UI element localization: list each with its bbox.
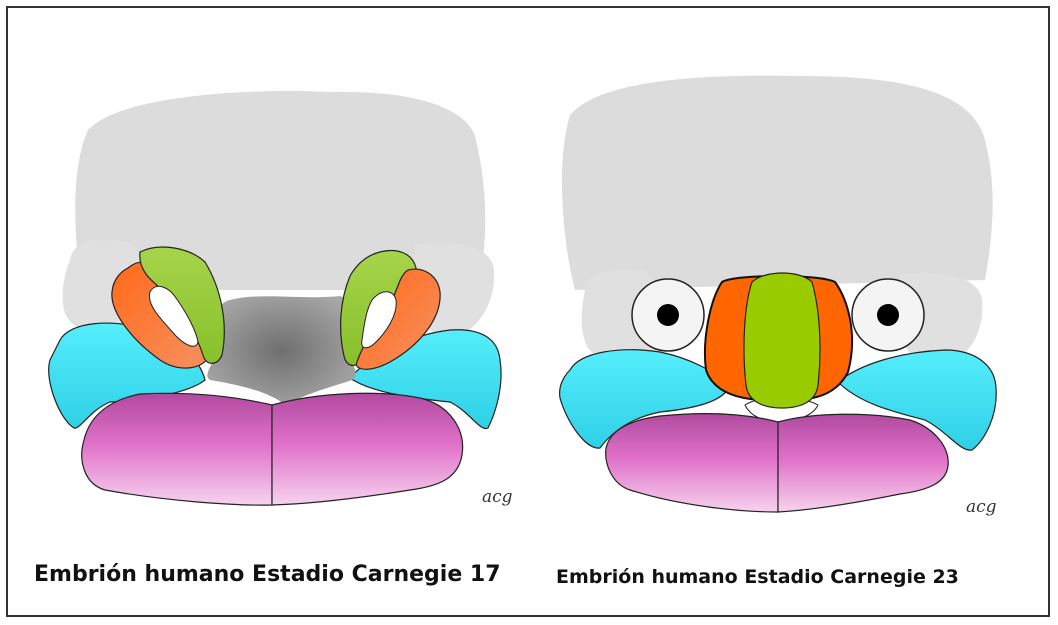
right-pupil (877, 304, 899, 326)
embryo-stage-17: acg (49, 91, 513, 507)
artist-signature-right: acg (966, 497, 997, 517)
medial-nasal-green (744, 273, 820, 408)
right-mandibular-process (272, 393, 463, 505)
frontonasal-prominence (207, 296, 355, 405)
head-region (562, 76, 993, 290)
right-mandibular-process (778, 414, 948, 512)
left-mandibular-process (82, 393, 272, 505)
left-mandibular-process (606, 414, 778, 512)
caption-stage-17: Embrión humano Estadio Carnegie 17 (34, 562, 501, 587)
left-pupil (657, 304, 679, 326)
caption-stage-23: Embrión humano Estadio Carnegie 23 (556, 566, 959, 588)
artist-signature-left: acg (482, 487, 513, 507)
embryo-stage-23: acg (560, 76, 997, 517)
